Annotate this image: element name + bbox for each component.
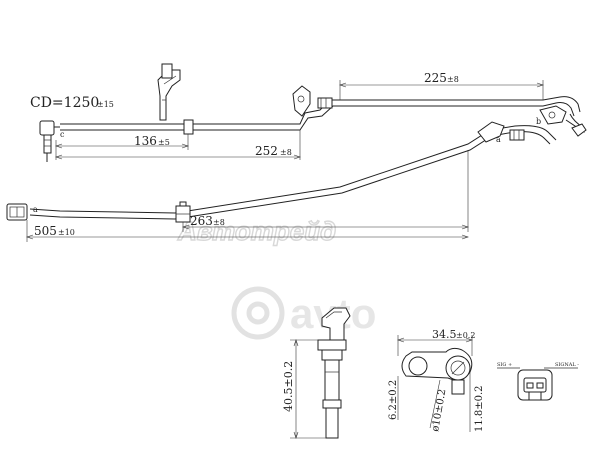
watermark-logo: avto: [231, 286, 376, 340]
cable-clip: [183, 119, 194, 135]
dim-225-value: 225: [424, 71, 447, 85]
mark-c: c: [60, 130, 65, 139]
dim-263: 263 ±8: [182, 150, 469, 232]
dim-505: 505 ±10: [26, 220, 469, 242]
dim-136-value: 136: [134, 134, 157, 148]
lower-grommet: [477, 121, 525, 143]
sensor-side-view: 40.5±0.2: [282, 307, 351, 439]
dim-11-8: 11.8±0.2: [474, 385, 485, 432]
lower-clip: [175, 201, 191, 223]
cd-tolerance: ±15: [97, 100, 114, 109]
dim-136: 136 ±5: [55, 134, 189, 150]
dim-252: 252 ±8: [55, 130, 301, 160]
dim-252-tol: ±8: [280, 148, 292, 157]
left-sensor-head: [39, 120, 60, 162]
dim-40-5: 40.5±0.2: [282, 361, 295, 412]
upper-bracket: [157, 63, 181, 121]
mark-b: b: [536, 117, 541, 126]
lower-left-connector: [6, 203, 28, 221]
lower-harness: [6, 121, 557, 223]
dim-252-value: 252: [255, 144, 278, 158]
right-sensor-end: [539, 105, 587, 137]
sensor-top-view: 34.5 ±0.2 6.2±0.2 ø10±0.2 11.8±0.2: [388, 328, 485, 433]
dim-34-5-value: 34.5: [432, 328, 457, 341]
dim-505-tol: ±10: [58, 228, 75, 237]
dim-34-5-tol: ±0.2: [456, 331, 475, 340]
pin-left-label: SIG +: [497, 362, 512, 368]
mark-a-right: a: [496, 135, 501, 144]
dim-225: 225 ±8: [339, 71, 544, 100]
mark-a-lower: a: [33, 205, 38, 214]
connector-pinout: SIG + SIGNAL -: [497, 362, 579, 401]
upper-grommet: [292, 85, 333, 117]
dim-263-value: 263: [190, 214, 213, 228]
dim-136-tol: ±5: [158, 138, 170, 147]
watermark-text: Автотрейд: [177, 216, 336, 246]
cd-label: CD=1250: [30, 95, 99, 111]
dim-263-tol: ±8: [213, 218, 225, 227]
pin-right-label: SIGNAL -: [555, 362, 579, 368]
dim-505-value: 505: [34, 224, 57, 238]
dim-6-2: 6.2±0.2: [388, 380, 399, 420]
dim-dia-10: ø10±0.2: [430, 388, 448, 432]
upper-harness: [39, 63, 587, 162]
dim-225-tol: ±8: [447, 75, 459, 84]
